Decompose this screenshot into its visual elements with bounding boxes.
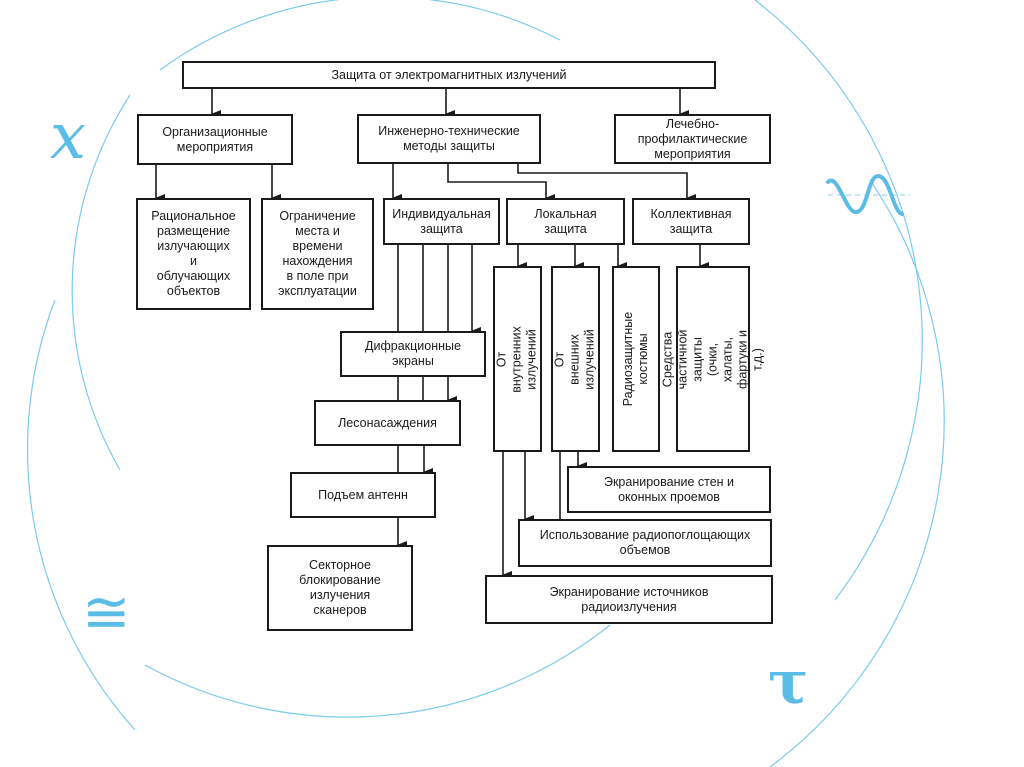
node-suits: Радиозащитные костюмы: [612, 266, 660, 452]
node-external-label: От внешних излучений: [553, 328, 598, 390]
node-sector: Секторное блокирование излучения сканеро…: [267, 545, 413, 631]
node-forest: Лесонасаждения: [314, 400, 461, 446]
node-absorbing: Использование радиопоглощающих объемов: [518, 519, 772, 567]
arc-right: [754, 0, 923, 601]
arc-left: [71, 94, 131, 471]
node-diffraction: Дифракционные экраны: [340, 331, 486, 377]
arc-bottom: [144, 624, 611, 718]
node-organizational: Организационные мероприятия: [137, 114, 293, 165]
node-forest-label: Лесонасаждения: [338, 415, 437, 430]
node-placement: Рациональное размещение излучающих и обл…: [136, 198, 251, 310]
node-limit-label: Ограничение места и времени нахождения в…: [278, 209, 357, 298]
node-organizational-label: Организационные мероприятия: [162, 124, 268, 154]
node-walls: Экранирование стен и оконных проемов: [567, 466, 771, 513]
node-root-label: Защита от электромагнитных излучений: [331, 67, 567, 82]
approx-symbol-icon: ≅: [82, 578, 131, 646]
node-engineering: Инженерно-технические методы защиты: [357, 114, 541, 164]
node-diffraction-label: Дифракционные экраны: [365, 339, 461, 368]
node-local: Локальная защита: [506, 198, 625, 245]
node-internal-label: От внутренних излучений: [495, 325, 539, 393]
tau-symbol-icon: τ: [768, 648, 809, 718]
node-internal: От внутренних излучений: [493, 266, 542, 452]
node-partial: Средства частичной защиты (очки, халаты,…: [661, 266, 765, 452]
arc-left-lower: [26, 299, 136, 731]
node-limit: Ограничение места и времени нахождения в…: [261, 198, 374, 310]
node-antenna-label: Подъем антенн: [318, 487, 408, 502]
node-individual: Индивидуальная защита: [383, 198, 500, 245]
node-walls-label: Экранирование стен и оконных проемов: [603, 474, 735, 504]
node-root: Защита от электромагнитных излучений: [182, 61, 716, 89]
node-collective-label: Коллективная защита: [650, 206, 732, 236]
arc-top: [159, 0, 561, 71]
node-sector-label: Секторное блокирование излучения сканеро…: [299, 558, 381, 617]
node-medical-label: Лечебно- профилактические мероприятия: [637, 116, 748, 161]
node-sources-label: Экранирование источников радиоизлучения: [549, 584, 709, 614]
node-absorbing-label: Использование радиопоглощающих объемов: [539, 528, 751, 557]
node-antenna: Подъем антенн: [290, 472, 436, 518]
node-placement-label: Рациональное размещение излучающих и обл…: [151, 209, 236, 298]
node-medical: Лечебно- профилактические мероприятия: [614, 114, 771, 164]
node-collective: Коллективная защита: [632, 198, 750, 245]
node-sources: Экранирование источников радиоизлучения: [485, 575, 773, 624]
arc-right-lower: [769, 179, 945, 767]
x-symbol-icon: x: [50, 100, 87, 174]
sine-wave-icon: [826, 173, 904, 216]
node-external: От внешних излучений: [551, 266, 600, 452]
node-engineering-label: Инженерно-технические методы защиты: [378, 124, 520, 153]
node-partial-label: Средства частичной защиты (очки, халаты,…: [660, 329, 765, 389]
node-local-label: Локальная защита: [534, 206, 597, 236]
node-individual-label: Индивидуальная защита: [392, 206, 491, 236]
node-suits-label: Радиозащитные костюмы: [621, 311, 651, 407]
